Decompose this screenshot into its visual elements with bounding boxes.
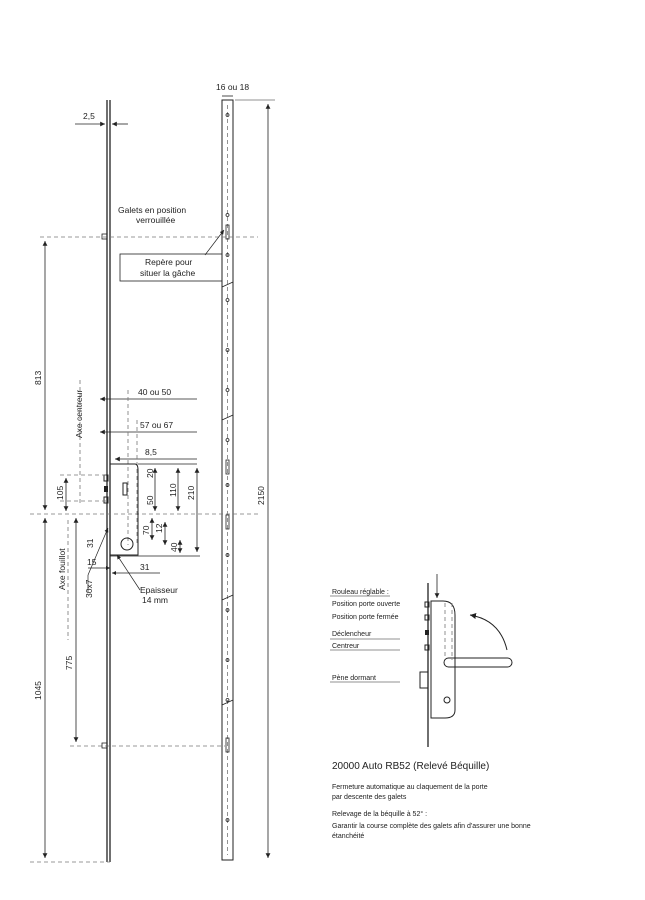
dim-1045: 1045 xyxy=(33,681,43,700)
dim-30x7: 30x7 xyxy=(84,579,94,598)
desc-line-3: Relevage de la béquille à 52° : xyxy=(332,810,427,818)
dim-110: 110 xyxy=(168,483,178,497)
dim-2-5: 2,5 xyxy=(83,111,95,121)
dim-70: 70 xyxy=(141,525,151,535)
detail-drawing xyxy=(330,574,513,747)
dim-57-ou-67: 57 ou 67 xyxy=(140,420,173,430)
desc-line-2: par descente des galets xyxy=(332,794,407,801)
dim-210: 210 xyxy=(186,486,196,500)
axe-centreur-label: Axe centreur xyxy=(74,390,84,438)
cylinder-hole xyxy=(120,537,134,551)
detail-pene: Pène dormant xyxy=(332,675,376,682)
dim-8-5: 8,5 xyxy=(145,447,157,457)
detail-declencheur: Déclencheur xyxy=(332,631,372,638)
dim-813: 813 xyxy=(33,371,43,385)
repere-label: Repère pour xyxy=(145,257,192,267)
desc-line-5: étanchéité xyxy=(332,833,364,840)
epaisseur-label: Epaisseur xyxy=(140,585,178,595)
product-title: 20000 Auto RB52 (Relevé Béquille) xyxy=(332,761,489,772)
repere-label-2: situer la gâche xyxy=(140,268,196,278)
dim-775: 775 xyxy=(64,656,74,670)
dim-105: 105 xyxy=(55,486,65,500)
desc-line-1: Fermeture automatique au claquement de l… xyxy=(332,784,488,791)
dim-31-a: 31 xyxy=(85,538,95,548)
detail-centreur: Centreur xyxy=(332,643,360,650)
epaisseur-value: 14 mm xyxy=(142,595,168,605)
galets-label: Galets en position xyxy=(118,205,186,215)
detail-rouleau: Rouleau réglable : xyxy=(332,589,389,596)
dim-16-ou-18: 16 ou 18 xyxy=(216,82,249,92)
lock-faceplate xyxy=(221,99,234,861)
dim-50: 50 xyxy=(145,495,155,505)
dim-20: 20 xyxy=(145,468,155,478)
desc-line-4: Garantir la course complète des galets a… xyxy=(332,823,531,830)
dim-15: 15 xyxy=(87,557,97,567)
dim-31-b: 31 xyxy=(140,562,150,572)
detail-ouverte: Position porte ouverte xyxy=(332,601,400,608)
galets-label-2: verrouillée xyxy=(136,215,175,225)
dim-40-ou-50: 40 ou 50 xyxy=(138,387,171,397)
dim-12: 12 xyxy=(154,523,164,533)
axe-fouillot-label: Axe fouillot xyxy=(57,548,67,590)
dim-2150: 2150 xyxy=(256,486,266,505)
detail-fermee: Position porte fermée xyxy=(332,614,399,621)
lock-case xyxy=(110,463,139,556)
repere-box xyxy=(119,253,223,282)
dim-40: 40 xyxy=(169,542,179,552)
